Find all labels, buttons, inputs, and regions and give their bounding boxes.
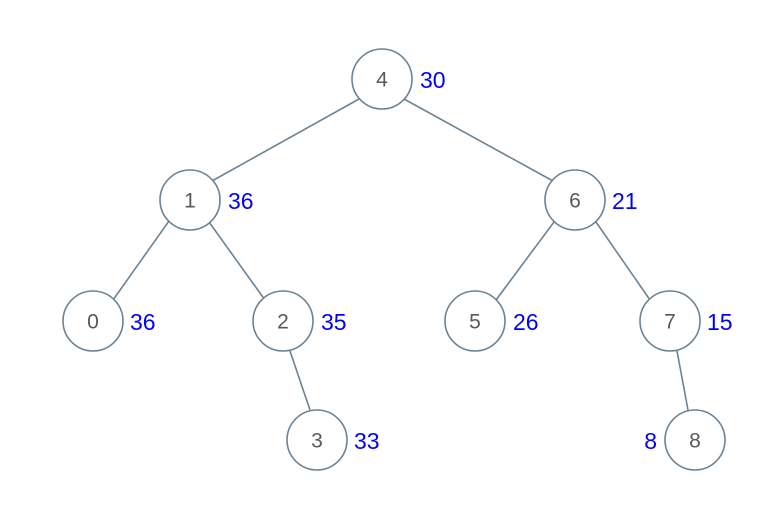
node-label-8: 8 — [689, 430, 701, 453]
node-weight-0: 36 — [130, 309, 156, 335]
node-label-6: 6 — [569, 190, 581, 213]
node-circle-0[interactable] — [62, 290, 124, 352]
node-weight-4: 30 — [420, 67, 446, 93]
tree-edge-2-3 — [289, 350, 311, 411]
node-weight-1: 36 — [228, 188, 254, 214]
tree-edge-1-2 — [208, 221, 266, 301]
tree-node-6[interactable]: 6 21 — [544, 169, 638, 231]
tree-node-0[interactable]: 0 36 — [62, 290, 156, 352]
node-circle-2[interactable] — [252, 290, 314, 352]
node-label-0: 0 — [87, 311, 99, 334]
node-label-7: 7 — [664, 311, 676, 334]
node-label-1: 1 — [184, 190, 196, 213]
tree-edge-1-0 — [112, 220, 170, 301]
node-weight-8: 8 — [644, 428, 657, 454]
node-circle-3[interactable] — [286, 409, 348, 471]
tree-edge-7-8 — [676, 350, 689, 411]
node-circle-6[interactable] — [544, 169, 606, 231]
node-weight-5: 26 — [513, 309, 539, 335]
tree-edge-4-1 — [211, 98, 360, 182]
node-label-5: 5 — [469, 311, 481, 334]
tree-node-2[interactable]: 2 35 — [252, 290, 347, 352]
node-circle-1[interactable] — [159, 169, 221, 231]
tree-node-8[interactable]: 88 — [644, 409, 726, 471]
node-circle-5[interactable] — [444, 290, 506, 352]
tree-node-4[interactable]: 4 30 — [351, 48, 446, 110]
node-circle-4[interactable] — [351, 48, 413, 110]
tree-node-1[interactable]: 1 36 — [159, 169, 254, 231]
tree-edge-6-5 — [495, 221, 555, 301]
tree-edge-4-6 — [403, 98, 554, 182]
node-weight-2: 35 — [321, 309, 347, 335]
node-weight-3: 33 — [354, 428, 380, 454]
node-circle-8[interactable] — [664, 409, 726, 471]
node-weight-7: 15 — [707, 309, 733, 335]
tree-node-7[interactable]: 7 15 — [639, 290, 733, 352]
node-label-4: 4 — [376, 69, 388, 92]
node-weight-6: 21 — [612, 188, 638, 214]
node-label-3: 3 — [311, 430, 323, 453]
tree-edge-6-7 — [595, 221, 651, 301]
tree-edges-group — [112, 98, 689, 411]
node-circle-7[interactable] — [639, 290, 701, 352]
tree-node-5[interactable]: 5 26 — [444, 290, 539, 352]
node-label-2: 2 — [277, 311, 289, 334]
